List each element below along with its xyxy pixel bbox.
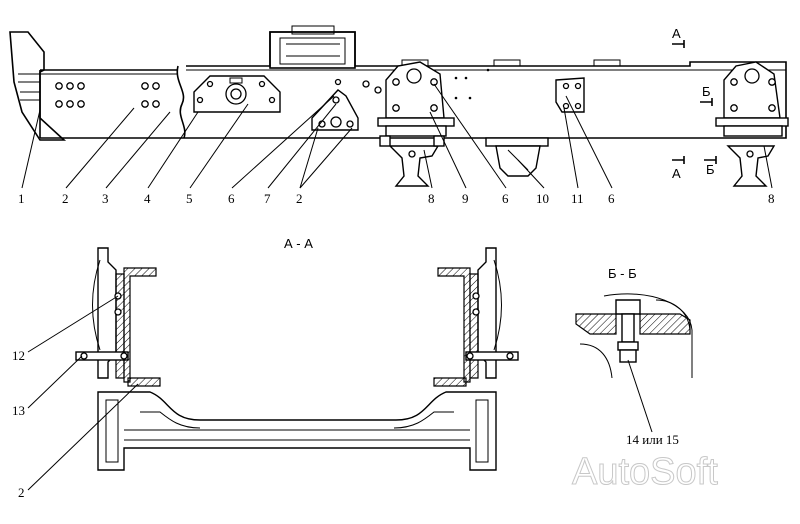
bracket-11 [555,77,585,113]
section-aa-title: А - А [284,236,313,251]
callout-6a: 6 [228,191,235,206]
leader-lines-aa [27,295,139,491]
callout-2b: 2 [296,191,303,206]
leader-lines-top [21,83,773,189]
cut-b-top: Б [702,84,711,99]
section-bb-view [575,293,693,379]
callout-9: 9 [462,191,469,206]
spring-bracket [193,75,281,113]
callouts-top: 1 2 3 4 5 6 7 2 8 9 6 10 11 6 8 [18,191,775,206]
callout-6b: 6 [502,191,509,206]
callout-14-15: 14 или 15 [626,432,679,447]
cut-a-top: А [672,26,681,41]
watermark: AutoSoft [572,451,718,493]
hole-grid-mid [141,82,160,108]
callout-8b: 8 [768,191,775,206]
callout-3: 3 [102,191,109,206]
callout-12: 12 [12,348,25,363]
callout-2c: 2 [18,485,25,500]
hole-grid-front [55,82,85,108]
callout-11: 11 [571,191,584,206]
callout-4: 4 [144,191,151,206]
callout-5: 5 [186,191,193,206]
leader-bb [627,359,653,433]
callout-8a: 8 [428,191,435,206]
callout-2a: 2 [62,191,69,206]
suspension-bracket-right [715,61,789,187]
frame-side-view [9,25,789,187]
callout-1: 1 [18,191,25,206]
section-aa-view [75,247,519,471]
cut-b-bottom: Б [706,162,715,177]
callout-10: 10 [536,191,549,206]
callout-13: 13 [12,403,25,418]
callout-6c: 6 [608,191,615,206]
suspension-bracket-left [377,61,455,187]
crossmember-bracket [485,137,549,177]
section-bb-title: Б - Б [608,266,637,281]
callout-7: 7 [264,191,271,206]
cut-a-bottom: А [672,166,681,181]
